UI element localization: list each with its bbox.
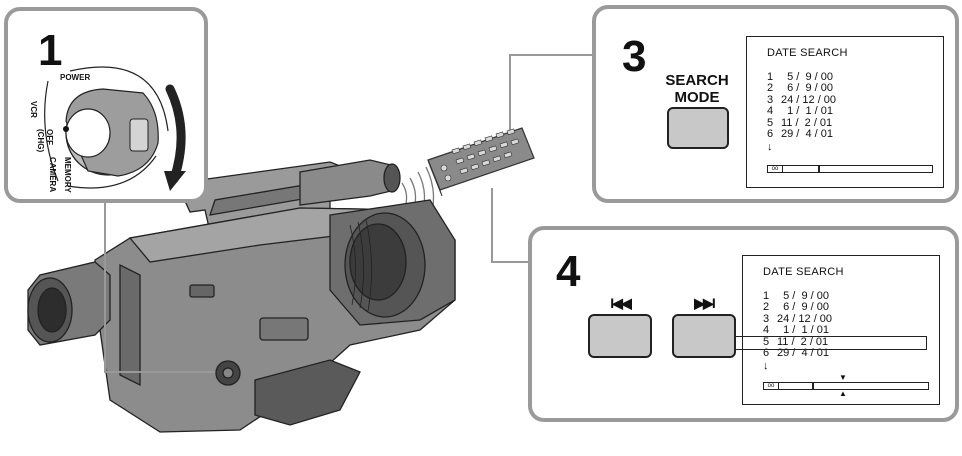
next-glyph: ▶▶I (694, 295, 715, 311)
date-entry-date: 5 / 9 / 00 (777, 290, 829, 302)
date-entry-date: 6 / 9 / 00 (781, 82, 833, 95)
prev-glyph: I◀◀ (610, 295, 631, 311)
date-entry-index: 6 (767, 127, 774, 140)
more-arrow-icon: ↓ (767, 141, 773, 153)
tape-position-bar: ᴏᴏ (767, 165, 933, 173)
date-entry: 1 5 / 9 / 00 (763, 290, 832, 302)
skip-forward-button[interactable] (672, 314, 736, 358)
date-entry-date: 6 / 9 / 00 (777, 301, 829, 314)
tape-position-mark (818, 166, 820, 172)
vcr-label: VCR (29, 101, 38, 118)
date-entry-index: 1 (763, 290, 770, 302)
step-number-4: 4 (556, 247, 581, 296)
tape-icon-4: ᴏᴏ (764, 383, 779, 389)
date-entry-date: 1 / 1 / 01 (781, 105, 833, 118)
power-dial-diagram (44, 66, 186, 191)
date-entry: 2 6 / 9 / 00 (763, 301, 832, 314)
memory-label: MEMORY (63, 157, 72, 193)
date-entry-index: 1 (767, 71, 774, 83)
position-marker-bottom-icon: ▲ (839, 389, 847, 398)
step1-panel: 1 POWER VCR OFF (CHG) CAMERA MEMORY (4, 7, 208, 203)
screen-title: DATE SEARCH (767, 47, 848, 59)
tape-position-bar-4: ᴏᴏ (763, 382, 929, 390)
selected-date-highlight (735, 335, 927, 350)
date-entry: 4 1 / 1 / 01 (763, 324, 832, 337)
date-entry-date: 24 / 12 / 00 (781, 93, 837, 106)
date-entry-date: 11 / 2 / 01 (777, 335, 829, 348)
step-number-3: 3 (622, 32, 647, 81)
screen-title-4: DATE SEARCH (763, 266, 844, 278)
date-entry-date: 29 / 4 / 01 (777, 346, 829, 359)
date-entry-date: 1 / 1 / 01 (777, 324, 829, 337)
date-entry-index: 2 (767, 82, 774, 95)
off-label: OFF (45, 129, 54, 145)
date-entry-index: 2 (763, 301, 770, 314)
skip-back-button[interactable] (588, 314, 652, 358)
power-label: POWER (60, 73, 91, 82)
date-entry: 5 11 / 2 / 01 (767, 116, 836, 129)
tape-icon: ᴏᴏ (768, 166, 783, 172)
remote-control (427, 127, 535, 197)
date-entry: 4 1 / 1 / 01 (767, 105, 836, 118)
date-entry: 1 5 / 9 / 00 (767, 71, 836, 83)
date-entry-index: 3 (767, 93, 774, 106)
camera-label: CAMERA (48, 157, 57, 193)
step-number-1: 1 (38, 26, 63, 75)
date-entry-date: 29 / 4 / 01 (781, 127, 833, 140)
date-entry-index: 5 (763, 335, 770, 348)
date-entry: 6 29 / 4 / 01 (767, 127, 836, 140)
date-entry-date: 24 / 12 / 00 (777, 312, 833, 325)
date-entry-date: 11 / 2 / 01 (781, 116, 833, 129)
date-entry-index: 5 (767, 116, 774, 129)
date-entry: 3 24 / 12 / 00 (763, 312, 833, 325)
more-arrow-icon-4: ↓ (763, 360, 769, 372)
date-entry: 2 6 / 9 / 00 (767, 82, 836, 95)
date-entry-index: 6 (763, 346, 770, 359)
date-entry: 3 24 / 12 / 00 (767, 93, 837, 106)
date-entry-index: 4 (767, 105, 774, 118)
position-marker-top-icon: ▼ (839, 373, 847, 382)
tape-position-mark-4 (812, 383, 814, 389)
search-mode-button[interactable] (667, 107, 729, 149)
search-mode-label: SEARCH MODE (665, 72, 729, 106)
chg-label: (CHG) (36, 129, 45, 153)
date-entry-date: 5 / 9 / 00 (781, 71, 833, 83)
camcorder (27, 159, 456, 433)
date-entry-index: 3 (763, 312, 770, 325)
date-entry: 6 29 / 4 / 01 (763, 346, 832, 359)
date-entry: 5 11 / 2 / 01 (763, 335, 832, 348)
date-entry-index: 4 (763, 324, 770, 337)
